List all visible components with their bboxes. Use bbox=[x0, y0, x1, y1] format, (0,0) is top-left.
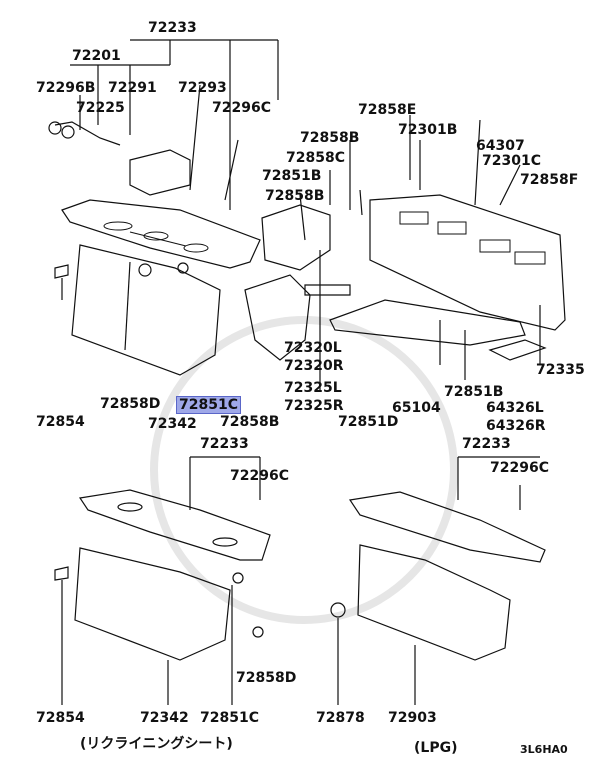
label-72296c-left: 72296C bbox=[230, 468, 289, 484]
label-72851b-mid: 72851B bbox=[444, 384, 504, 400]
label-72342-top: 72342 bbox=[148, 416, 197, 432]
label-72296c-right: 72296C bbox=[490, 460, 549, 476]
rear-panel-lpg bbox=[369, 194, 566, 331]
label-72858b-c: 72858B bbox=[220, 414, 280, 430]
label-64326l: 64326L bbox=[486, 400, 544, 416]
label-65104: 65104 bbox=[392, 400, 441, 416]
board-lpg bbox=[357, 544, 511, 661]
label-72301b: 72301B bbox=[398, 122, 458, 138]
label-72320r: 72320R bbox=[284, 358, 344, 374]
label-72233-top: 72233 bbox=[148, 20, 197, 36]
caption-reclining-seat: (リクライニングシート) bbox=[80, 736, 233, 752]
label-64326r: 64326R bbox=[486, 418, 546, 434]
label-72858b-a: 72858B bbox=[300, 130, 360, 146]
tray-panel-top bbox=[61, 199, 261, 269]
caption-diagram-code: 3L6HA0 bbox=[520, 743, 568, 756]
label-72296c-top: 72296C bbox=[212, 100, 271, 116]
label-72335: 72335 bbox=[536, 362, 585, 378]
label-72325r: 72325R bbox=[284, 398, 344, 414]
label-72293: 72293 bbox=[178, 80, 227, 96]
watermark-seal bbox=[150, 316, 458, 624]
back-panel-mid bbox=[74, 547, 231, 661]
label-72858e: 72858E bbox=[358, 102, 417, 118]
label-72858d-top: 72858D bbox=[100, 396, 161, 412]
label-72851b-top: 72851B bbox=[262, 168, 322, 184]
label-72854-bottom: 72854 bbox=[36, 710, 85, 726]
label-72201: 72201 bbox=[72, 48, 121, 64]
label-72291: 72291 bbox=[108, 80, 157, 96]
label-72854-top: 72854 bbox=[36, 414, 85, 430]
label-72858b-b: 72858B bbox=[265, 188, 325, 204]
label-64307: 64307 bbox=[476, 138, 525, 154]
tray-panel-mid bbox=[78, 489, 271, 561]
label-72342-bottom: 72342 bbox=[140, 710, 189, 726]
switch-box bbox=[129, 149, 191, 196]
label-72858c: 72858C bbox=[286, 150, 345, 166]
label-72851d: 72851D bbox=[338, 414, 399, 430]
label-72296b: 72296B bbox=[36, 80, 96, 96]
back-panel-top bbox=[71, 244, 221, 376]
side-trim bbox=[261, 204, 331, 271]
tray-panel-lpg bbox=[348, 491, 546, 563]
label-72858f: 72858F bbox=[520, 172, 579, 188]
label-72858d-bottom: 72858D bbox=[236, 670, 297, 686]
label-72851c-highlight: 72851C bbox=[176, 396, 241, 414]
floor-board bbox=[329, 299, 526, 346]
label-72878: 72878 bbox=[316, 710, 365, 726]
caption-lpg: (LPG) bbox=[414, 740, 458, 756]
label-72851c-bottom: 72851C bbox=[200, 710, 259, 726]
label-72233-left: 72233 bbox=[200, 436, 249, 452]
label-72233-right: 72233 bbox=[462, 436, 511, 452]
label-72325l: 72325L bbox=[284, 380, 342, 396]
label-72301c: 72301C bbox=[482, 153, 541, 169]
label-72225: 72225 bbox=[76, 100, 125, 116]
label-72320l: 72320L bbox=[284, 340, 342, 356]
label-72903: 72903 bbox=[388, 710, 437, 726]
